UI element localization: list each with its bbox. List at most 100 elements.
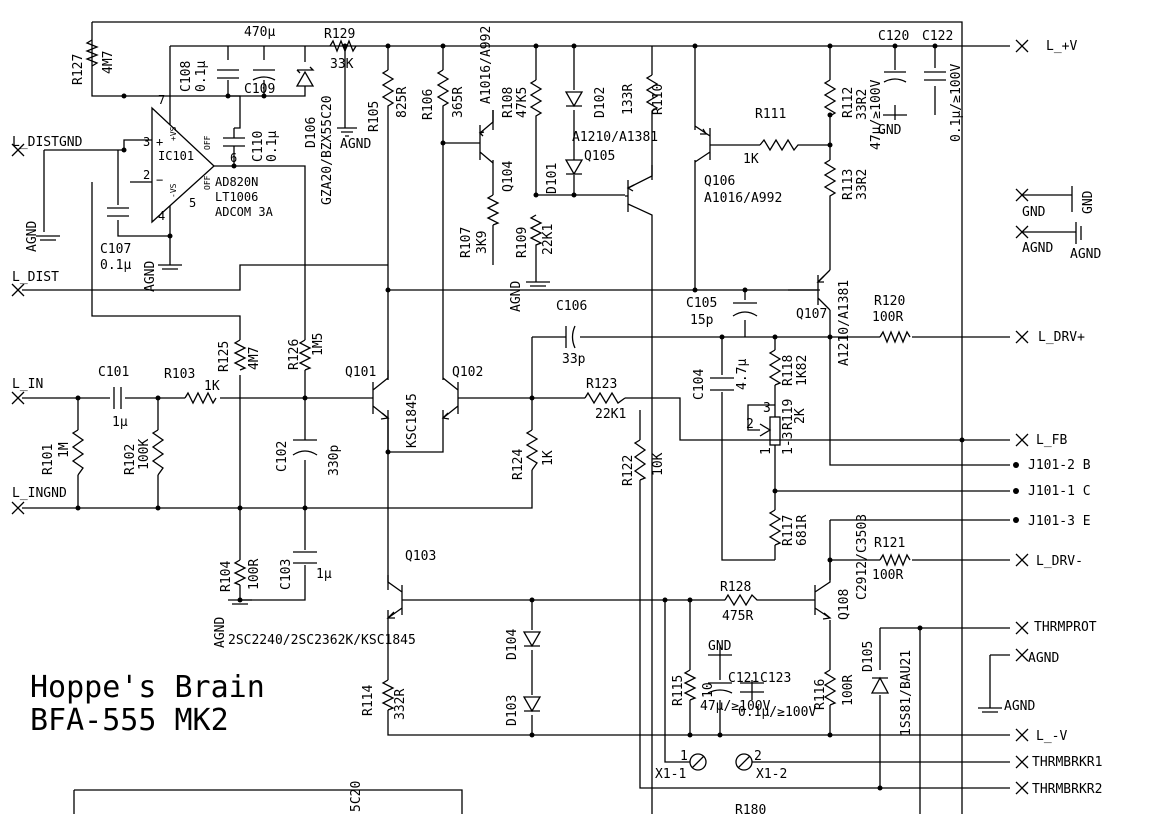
c103-ref: C103 bbox=[279, 559, 294, 590]
agnd-distgnd: AGND bbox=[25, 221, 40, 252]
terminal-l-distgnd[interactable] bbox=[11, 143, 25, 157]
transistor-q103 bbox=[386, 575, 410, 619]
label-thrmbrkr2: THRMBRKR2 bbox=[1032, 782, 1102, 797]
terminal-l-in[interactable] bbox=[11, 391, 25, 405]
screw-terminal-x1-1[interactable] bbox=[689, 753, 707, 771]
terminal-thrmprot[interactable] bbox=[1015, 621, 1029, 635]
resistor-r117 bbox=[768, 509, 782, 546]
r118-ref: R118 bbox=[781, 355, 796, 386]
label-gnd-a: GND bbox=[1022, 205, 1046, 220]
diode-d102 bbox=[564, 91, 584, 108]
r108-ref: R108 bbox=[501, 87, 516, 118]
resistor-r103 bbox=[184, 391, 217, 405]
resistor-r114 bbox=[381, 679, 395, 711]
resistor-r129 bbox=[329, 39, 357, 53]
transistor-q104 bbox=[470, 110, 494, 164]
r105-ref: R105 bbox=[367, 101, 382, 132]
capacitor-c110 bbox=[223, 128, 245, 166]
ic-pin-6: 6 bbox=[230, 151, 237, 165]
r124-ref: R124 bbox=[511, 449, 526, 480]
d101-ref: D101 bbox=[545, 163, 560, 194]
terminal-gnd[interactable] bbox=[1015, 188, 1029, 202]
r122-ref: R122 bbox=[621, 455, 636, 486]
label-l-distgnd: L_DISTGND bbox=[12, 135, 83, 150]
capacitor-c102 bbox=[292, 439, 318, 456]
c108-ref: C108 bbox=[179, 61, 194, 92]
ic-vs-minus: -VS bbox=[169, 183, 178, 198]
terminal-l-ingnd[interactable] bbox=[11, 501, 25, 515]
resistor-r116 bbox=[823, 669, 837, 706]
q106-part: A1016/A992 bbox=[704, 191, 782, 206]
d106-ref: D106 bbox=[304, 117, 319, 148]
resistor-r123 bbox=[584, 391, 626, 405]
c102-value: 330p bbox=[327, 445, 342, 476]
resistor-r121 bbox=[879, 553, 911, 567]
r119-ref: R119 bbox=[781, 399, 796, 430]
terminal-thrmbrkr2[interactable] bbox=[1015, 781, 1029, 795]
terminal-l-drv-plus[interactable] bbox=[1015, 330, 1029, 344]
q103-ref: Q103 bbox=[405, 549, 436, 564]
r119-pin-3: 3 bbox=[763, 401, 771, 416]
ic-vs-plus: +VS bbox=[169, 126, 178, 141]
ic-off-1: OFF bbox=[203, 135, 212, 150]
title-line-2: BFA-555 MK2 bbox=[30, 703, 229, 738]
c101-value: 1µ bbox=[112, 415, 128, 430]
r112-value: 33R2 bbox=[855, 89, 870, 120]
r107-ref: R107 bbox=[459, 227, 474, 258]
r119-pin-2: 2 bbox=[746, 417, 754, 432]
c120-value: 47µ/≥100V bbox=[869, 79, 884, 150]
resistor-r105 bbox=[381, 69, 395, 120]
resistor-r122 bbox=[633, 439, 647, 481]
transistor-q102 bbox=[441, 377, 459, 420]
label-agnd-a: AGND bbox=[1022, 241, 1053, 256]
capacitor-c105 bbox=[732, 302, 758, 317]
c106-ref: C106 bbox=[556, 299, 587, 314]
r103-ref: R103 bbox=[164, 367, 195, 382]
r110-ref: R110 bbox=[651, 84, 666, 115]
c123-value: 0.1µ/≥100V bbox=[738, 705, 816, 720]
r114-value: 332R bbox=[393, 689, 408, 720]
q108-ref: Q108 bbox=[837, 589, 852, 620]
r104-value: 100R bbox=[247, 559, 262, 590]
ground-agnd-5 bbox=[228, 599, 252, 605]
terminal-l-minus-v[interactable] bbox=[1015, 728, 1029, 742]
r107-value: 3K9 bbox=[475, 231, 490, 254]
ground-agnd-4 bbox=[526, 281, 550, 287]
d105-part: 1SS81/BAU21 bbox=[899, 650, 914, 736]
r128-ref: R128 bbox=[720, 580, 751, 595]
opamp-ic101 bbox=[151, 96, 215, 224]
terminal-l-drv-minus[interactable] bbox=[1015, 553, 1029, 567]
c121-ref: C121 bbox=[728, 671, 759, 686]
c122-value: 0.1µ/≥100V bbox=[949, 64, 964, 142]
ground-symbols bbox=[36, 110, 1002, 713]
gnd-c121: GND bbox=[708, 639, 732, 654]
q107-part: A1210/A1381 bbox=[837, 280, 852, 366]
terminal-thrmbrkr1[interactable] bbox=[1015, 755, 1029, 769]
terminal-agnd[interactable] bbox=[1015, 648, 1029, 662]
connector-j101-2[interactable] bbox=[1013, 462, 1019, 468]
r101-value: 1M bbox=[57, 442, 72, 458]
r114-ref: R114 bbox=[361, 685, 376, 716]
terminal-l-fb[interactable] bbox=[1015, 433, 1029, 447]
terminal-agnd-2[interactable] bbox=[1015, 225, 1029, 239]
resistor-r110 bbox=[645, 74, 659, 115]
label-j101-2: J101-2 B bbox=[1028, 458, 1091, 473]
capacitor-c103 bbox=[293, 551, 317, 564]
connector-j101-3[interactable] bbox=[1013, 517, 1019, 523]
q106-ref: Q106 bbox=[704, 174, 735, 189]
terminal-l-dist[interactable] bbox=[11, 283, 25, 297]
ic-part-3: ADCOM 3A bbox=[215, 205, 274, 219]
label-l-dist: L_DIST bbox=[12, 270, 59, 285]
r108-value: 47K5 bbox=[515, 87, 530, 118]
r125-value: 4M7 bbox=[247, 347, 262, 370]
screw-terminal-x1-2[interactable] bbox=[735, 753, 753, 771]
capacitor-c123 bbox=[740, 682, 764, 693]
resistor-r102 bbox=[151, 429, 165, 476]
terminal-l-plus-v[interactable] bbox=[1015, 39, 1029, 53]
d103-ref: D103 bbox=[505, 695, 520, 726]
d106-part: GZA20/BZX55C20 bbox=[320, 95, 335, 205]
label-agnd-b: AGND bbox=[1070, 247, 1101, 262]
d102-ref: D102 bbox=[593, 87, 608, 118]
diode-symbols bbox=[295, 66, 890, 713]
connector-j101-1[interactable] bbox=[1013, 488, 1019, 494]
